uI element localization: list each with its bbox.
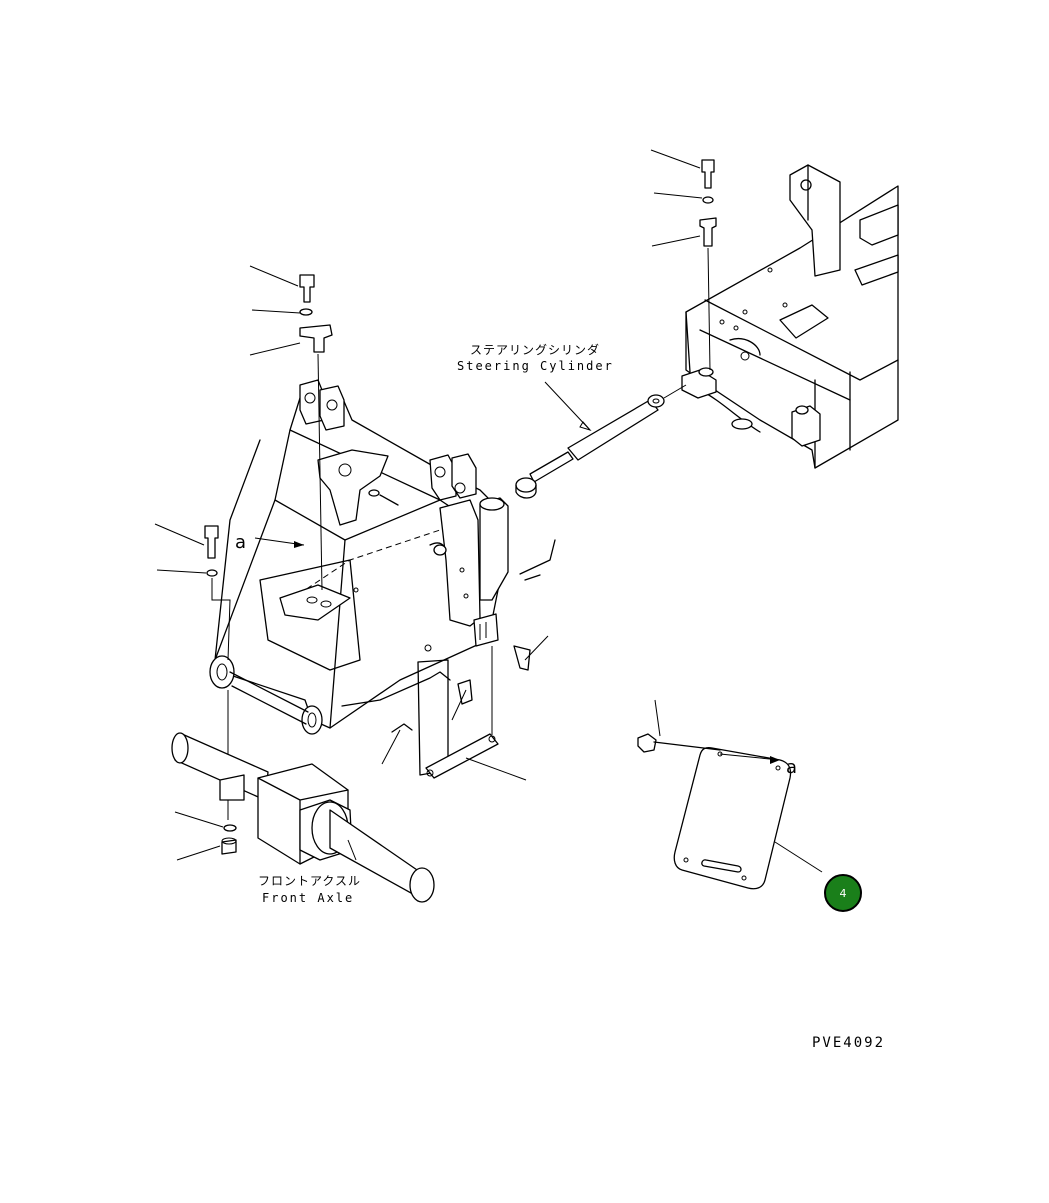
front-frame — [214, 379, 556, 776]
steering-cylinder — [515, 381, 687, 499]
pivot-pads — [209, 655, 323, 735]
callout-number: 4 — [840, 887, 847, 900]
front-axle-label-en: Front Axle — [262, 891, 354, 905]
stay-link — [425, 646, 527, 781]
rear-frame — [681, 164, 899, 469]
front-axle-label-jp: フロントアクスル — [258, 874, 361, 888]
ref-a-frame-arrow — [254, 537, 305, 548]
ref-a-cover: a — [786, 757, 797, 778]
callout-badge-4[interactable]: 4 — [824, 874, 862, 912]
front-axle — [171, 732, 435, 903]
front-bolt-stack — [249, 265, 333, 591]
inspection-cover — [637, 699, 823, 890]
drawing-code: PVE4092 — [812, 1035, 885, 1051]
rear-bolt-stack — [650, 149, 717, 371]
ref-a-frame: a — [235, 532, 246, 553]
steering-cylinder-label-en: Steering Cylinder — [457, 359, 614, 373]
steering-cylinder-label-jp: ステアリングシリンダ — [470, 342, 600, 357]
